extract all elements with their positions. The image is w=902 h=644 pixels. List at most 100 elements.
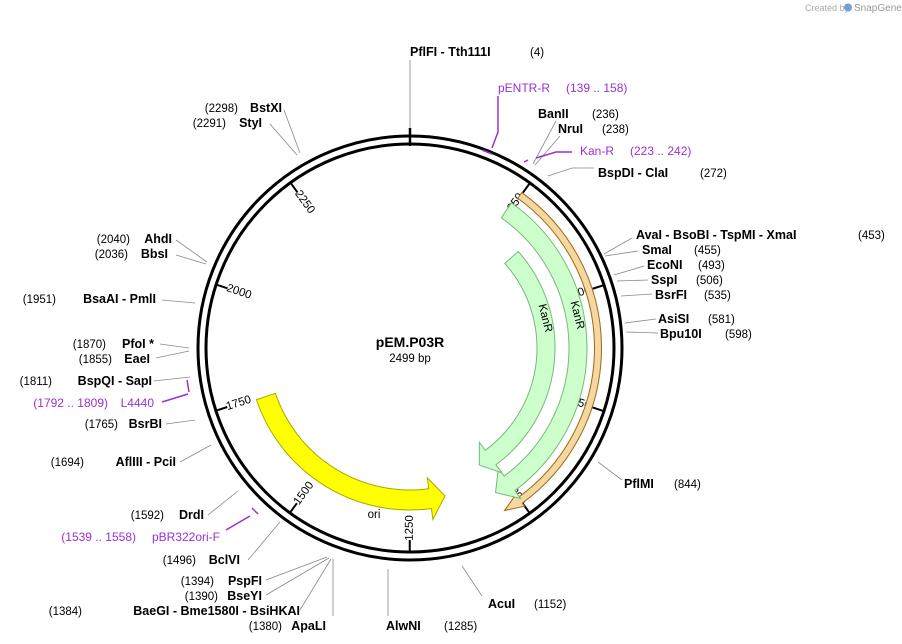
connector-ahdi [175, 239, 208, 263]
plasmid-size: 2499 bp [389, 353, 431, 365]
site-pos: (2291) [193, 118, 226, 130]
site-name[interactable]: BaeGI - Bme1580I - BsiHKAI [133, 604, 300, 618]
site-labels-left: (2298) BstXI (2291) StyI (2040) AhdI (20… [20, 101, 326, 633]
site-name[interactable]: BclVI [209, 553, 240, 567]
site-name[interactable]: BseYI [227, 589, 262, 603]
site-pos: (506) [696, 275, 723, 287]
site-name[interactable]: Bpu10I [660, 327, 702, 341]
site-pos: (1811) [20, 376, 53, 388]
site-name[interactable]: AcuI [488, 597, 515, 611]
snapgene-credit: Created by SnapGene [805, 3, 902, 14]
tick-mark [592, 406, 605, 413]
site-labels-right: PflFI - Tth111I (4) BanII (236) NruI (23… [386, 45, 885, 633]
site-name[interactable]: BstXI [250, 101, 282, 115]
connector-bstxi [283, 109, 301, 154]
connector-pflmi [597, 461, 623, 481]
site-name[interactable]: BspQI - SapI [78, 374, 152, 388]
site-pos: (1394) [181, 576, 214, 588]
tick-mark [289, 502, 298, 514]
site-name[interactable]: PfoI * [122, 337, 154, 351]
site-pos: (535) [704, 290, 731, 302]
connector-aval [603, 237, 633, 255]
site-pos: (272) [700, 168, 727, 180]
snapgene-logo-icon [844, 3, 852, 12]
site-pos: (493) [698, 260, 725, 272]
site-name[interactable]: PspFI [228, 574, 262, 588]
connector-bspdi [547, 167, 594, 177]
primer-labels: pENTR-R (139 .. 158) Kan-R (223 .. 242) … [33, 81, 691, 544]
site-pos: (1855) [79, 354, 112, 366]
site-pos: (581) [708, 314, 735, 326]
site-pos: (2036) [95, 249, 128, 261]
site-pos: (598) [725, 329, 752, 341]
site-name[interactable]: EcoNI [647, 258, 682, 272]
connector-bsaai [161, 299, 196, 304]
site-name[interactable]: SmaI [642, 243, 672, 257]
primer-name-l4440[interactable]: L4440 [121, 396, 155, 410]
site-name[interactable]: BsrBI [129, 417, 162, 431]
site-name[interactable]: ApaLI [291, 619, 326, 633]
site-name[interactable]: AlwNI [386, 619, 421, 633]
connector-asisi [624, 318, 657, 324]
site-pos: (844) [674, 479, 701, 491]
site-name[interactable]: PflMI [624, 477, 654, 491]
features [255, 191, 602, 522]
connector-eaei [155, 350, 190, 359]
tick-label: 1250 [404, 515, 416, 541]
site-pos: (238) [602, 124, 629, 136]
site-name[interactable]: BsrFI [655, 288, 687, 302]
site-name[interactable]: BspDI - ClaI [598, 166, 668, 180]
site-name[interactable]: EaeI [124, 352, 150, 366]
primer-bar-pbr322ori-f [251, 507, 259, 515]
site-pos: (1870) [73, 339, 106, 351]
site-pos: (455) [694, 245, 721, 257]
tick-label: 1500 [292, 480, 317, 508]
primer-leader-pentr-r [491, 96, 499, 149]
connector-baegi [299, 558, 332, 611]
site-name[interactable]: AsiSI [658, 312, 689, 326]
primer-bar-l4440 [186, 379, 190, 393]
site-pos: (1694) [51, 457, 84, 469]
primer-name-pentr-r[interactable]: pENTR-R [498, 81, 550, 95]
primer-name-kan-r[interactable]: Kan-R [580, 144, 614, 158]
tick-mark [215, 406, 228, 412]
site-name[interactable]: AvaI - BsoBI - TspMI - XmaI [636, 228, 796, 242]
site-pos: (1384) [49, 606, 82, 618]
site-pos: (1390) [185, 591, 218, 603]
connector-bsrfi [620, 293, 653, 297]
site-name[interactable]: PflFI - Tth111I [410, 45, 491, 59]
site-pos: (1152) [534, 599, 567, 611]
orf-arrow[interactable] [503, 191, 602, 512]
tick-label: 1750 [225, 394, 253, 413]
kanr-feature-arrow[interactable] [495, 202, 588, 500]
tick-label: 2000 [225, 282, 253, 301]
connector-smai [604, 250, 639, 257]
tick-label: 2250 [292, 188, 317, 216]
primer-leader-pbr322ori-f [225, 515, 251, 531]
site-name[interactable]: BsaAI - PmlI [83, 292, 156, 306]
site-pos[interactable]: StyI [239, 116, 262, 130]
primer-leader-kan-r [535, 151, 572, 159]
connector-bsrbi [165, 419, 196, 425]
primer-range-kan-r: (223 .. 242) [630, 144, 691, 158]
site-pos: (453) [858, 230, 885, 242]
primer-leader-l4440 [161, 393, 189, 403]
connector-bclvi [247, 521, 281, 561]
primer-name-pbr322ori-f[interactable]: pBR322ori-F [152, 530, 220, 544]
credit-brand: SnapGene [854, 3, 902, 14]
site-pos: (4) [530, 47, 544, 59]
primer-markers [161, 96, 572, 531]
site-name[interactable]: AflIII - PciI [116, 455, 176, 469]
site-name[interactable]: SspI [651, 273, 677, 287]
connector-acui [461, 565, 483, 597]
site-pos: (1496) [163, 555, 196, 567]
site-name[interactable]: BbsI [141, 247, 168, 261]
site-name[interactable]: AhdI [144, 232, 172, 246]
site-name[interactable]: DrdI [179, 508, 204, 522]
ori-feature-arrow[interactable] [255, 392, 446, 522]
site-name[interactable]: NruI [558, 122, 583, 136]
site-name[interactable]: BanII [538, 107, 569, 121]
kanr-feature-arrow[interactable] [478, 250, 556, 474]
site-connectors-left [153, 109, 334, 616]
